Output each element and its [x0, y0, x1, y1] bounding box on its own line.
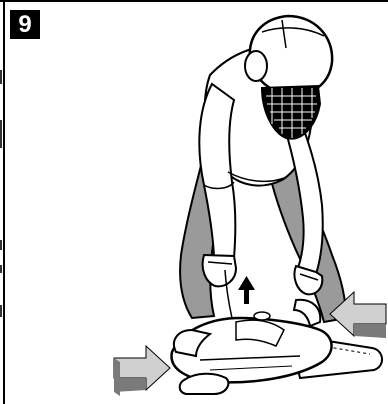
up-arrow-icon: [238, 276, 255, 304]
